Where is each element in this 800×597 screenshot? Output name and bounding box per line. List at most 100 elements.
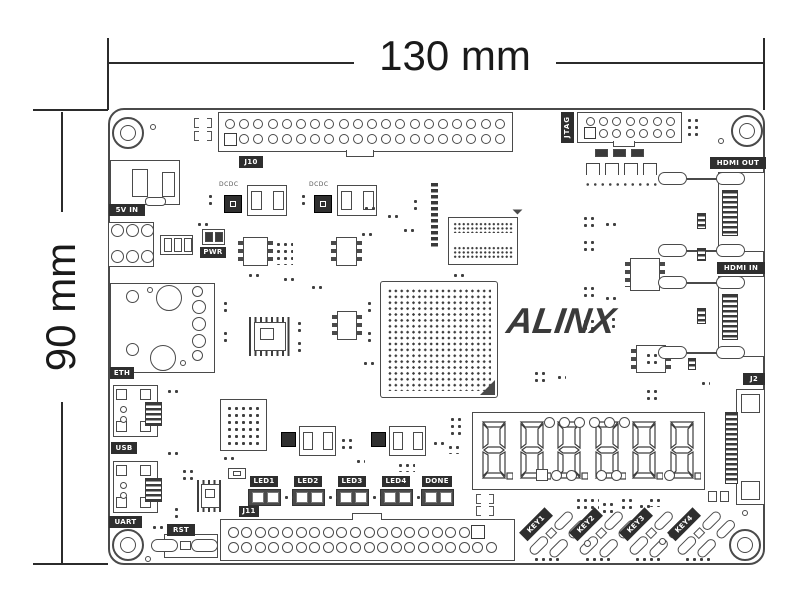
solder-pad-cluster [282,276,295,283]
jack-hole [147,287,153,293]
ic-soic8 [332,311,362,340]
ic-soic8 [625,258,665,291]
header-pin [404,526,416,538]
header-pin [324,134,335,144]
fiducial-bracket [194,131,212,141]
segment-b [649,422,656,450]
solder-pad-cluster [283,494,293,500]
segment-a [519,421,544,428]
dimension-line [108,62,354,64]
solder-pad-cluster [686,117,700,138]
solder-pad-cluster [533,370,547,382]
segment-c [686,450,694,478]
header-pin [367,134,377,144]
header-pin [239,119,250,129]
header-pin [494,134,505,144]
header-pin [267,134,278,144]
fiducial-bracket [476,506,494,516]
segment-e [482,450,489,478]
jack-hole [126,343,139,356]
connector-tab [741,394,760,413]
solder-pad-cluster [601,501,613,513]
solder-pad-cluster [181,468,194,481]
resistor-pack [697,248,706,261]
header-pin [267,119,278,129]
header-pin [268,541,280,553]
resistor-pack [697,213,706,229]
solder-pad-row [533,556,559,564]
bga-ball-band [453,222,513,233]
solder-pad-cluster [310,284,323,291]
terminal-hole [111,224,124,237]
hdmi-in-label: HDMI IN [717,262,765,274]
solder-pad-pill [716,276,745,289]
led-window [384,492,396,503]
header-pin [390,526,402,538]
terminal-hole [141,250,154,263]
header-pin [381,119,392,129]
inductor-pad [393,432,403,450]
header-pin [309,526,321,538]
expansion-header-j10 [218,112,513,152]
header-pin [227,541,239,553]
dimension-line [61,402,63,564]
connector-hole [120,482,127,489]
header-pin [598,116,608,126]
header-pin [445,541,457,553]
solder-pad-cluster [340,437,353,450]
j10-label: J10 [239,156,263,168]
hdmi-in-connector [718,276,765,357]
solder-pad-cluster [412,198,419,210]
connector-hole [120,492,127,499]
header-pin [336,541,348,553]
connector-hole [120,416,127,423]
segment-g [633,446,655,454]
header-notch [346,150,374,157]
connector-tab [116,465,127,476]
pin-strip [431,183,438,247]
solder-pad-pill [658,172,687,185]
inductor-pad [413,432,423,450]
segment-f [632,422,639,450]
inductor-pad [323,432,333,450]
solder-pad-cluster [638,503,652,511]
extension-line [33,109,108,111]
seven-seg-digit [631,421,663,480]
jtag-label: JTAG [561,112,574,143]
solder-pad-cluster [582,239,595,252]
solder-pad-cluster [360,231,372,238]
header-pin [254,526,266,538]
header-pin [295,526,307,538]
solder-pad-cluster [648,497,664,507]
segment-f [482,422,489,450]
header-pin [352,134,363,144]
header-pin [349,526,361,538]
connector-tab [140,465,151,476]
header-pin [338,119,349,129]
jack-hole [192,350,203,361]
seven-seg-digit [669,421,701,480]
j2-label: J2 [743,373,765,385]
led-window [252,492,264,503]
header-pin [338,134,349,144]
header-pin [665,116,675,126]
led4-label: LED4 [382,476,410,487]
header-pin [239,134,250,144]
width-dimension-label: 130 mm [379,32,531,79]
solder-pad-cluster [207,193,215,207]
ic-soic8 [331,237,362,266]
solder-pad [613,149,626,157]
solder-pad-pill [658,244,687,257]
header-pin [423,119,434,129]
mounting-hole-inner [739,123,755,139]
solder-pad-row [584,181,660,188]
solder-pad-cluster [700,380,710,387]
header-notch [352,513,382,520]
header-pin [404,541,416,553]
header-pin [253,119,264,129]
solder-pad-cluster [363,205,375,212]
decimal-point [693,472,701,480]
led2-label: LED2 [294,476,322,487]
display-dot [574,417,585,428]
solder-pad-cluster [620,497,636,511]
